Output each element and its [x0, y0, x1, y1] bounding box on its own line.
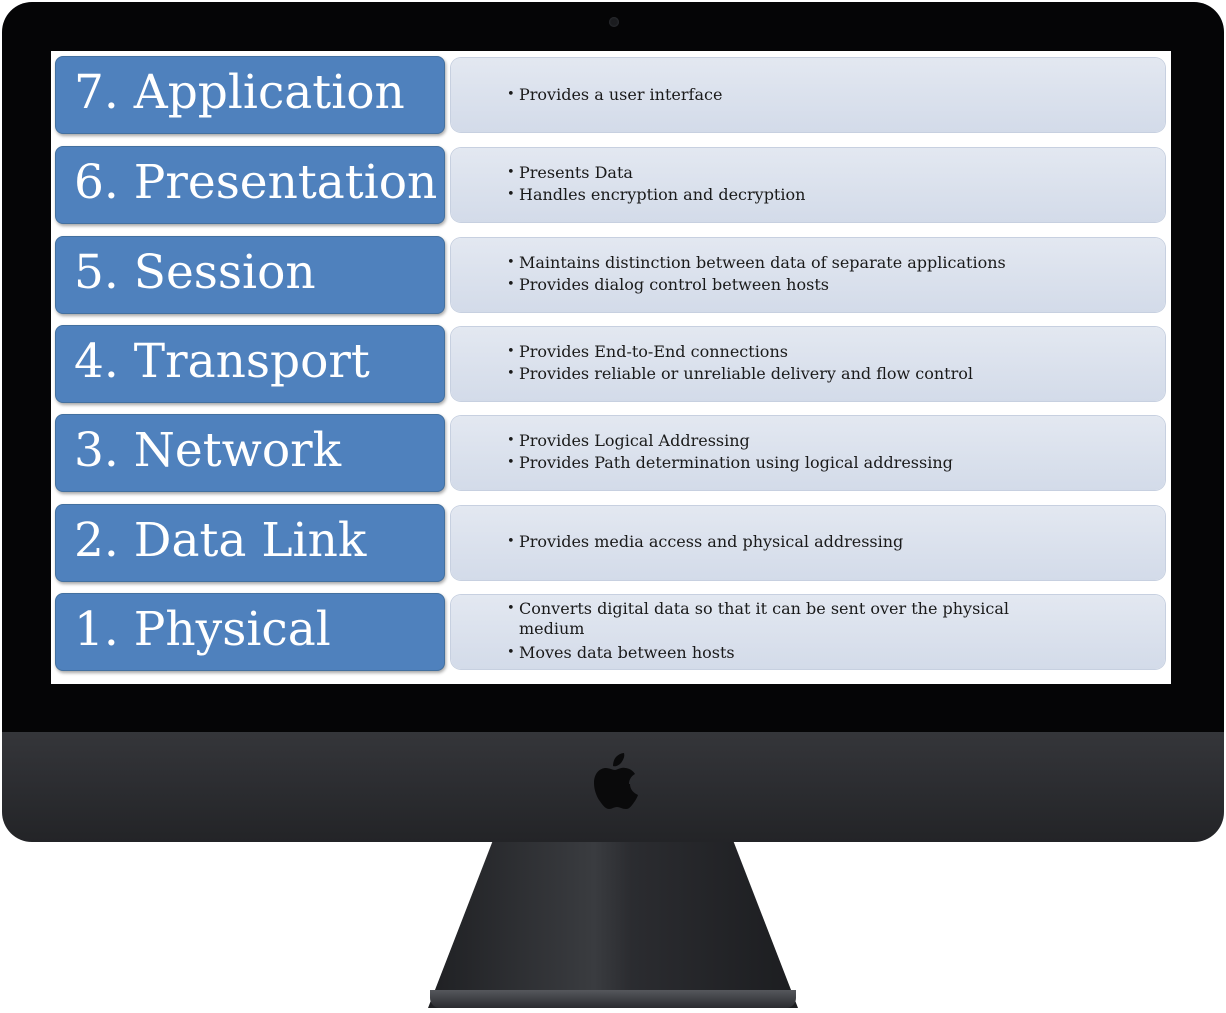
layer-row-transport: Provides End-to-End connections Provides…	[55, 325, 1167, 404]
bullet-item: Provides Path determination using logica…	[507, 452, 953, 474]
layer-row-session: Maintains distinction between data of se…	[55, 236, 1167, 315]
layer-row-physical: Converts digital data so that it can be …	[55, 593, 1167, 672]
monitor-stand-base	[430, 990, 796, 1008]
layer-title: 5. Session	[74, 245, 316, 300]
camera-icon	[609, 17, 619, 27]
bullet-list: Converts digital data so that it can be …	[507, 599, 1039, 664]
layer-description-presentation: Presents Data Handles encryption and dec…	[451, 148, 1165, 222]
bullet-item: Moves data between hosts	[507, 642, 1039, 664]
bullet-item: Provides reliable or unreliable delivery…	[507, 363, 973, 385]
layer-label-presentation: 6. Presentation	[55, 146, 445, 224]
layer-description-data-link: Provides media access and physical addre…	[451, 506, 1165, 580]
layer-title: 7. Application	[74, 65, 405, 120]
layer-description-network: Provides Logical Addressing Provides Pat…	[451, 416, 1165, 490]
bullet-item: Provides End-to-End connections	[507, 341, 973, 363]
layer-description-session: Maintains distinction between data of se…	[451, 238, 1165, 312]
layer-label-network: 3. Network	[55, 414, 445, 492]
layer-description-transport: Provides End-to-End connections Provides…	[451, 327, 1165, 401]
layer-row-application: Provides a user interface 7. Application	[55, 56, 1167, 135]
bullet-list: Provides a user interface	[507, 84, 722, 106]
layer-title: 6. Presentation	[74, 155, 438, 210]
layer-label-physical: 1. Physical	[55, 593, 445, 671]
layer-label-transport: 4. Transport	[55, 325, 445, 403]
layer-description-application: Provides a user interface	[451, 58, 1165, 132]
bullet-item: Provides media access and physical addre…	[507, 531, 903, 553]
bullet-item: Provides dialog control between hosts	[507, 274, 1006, 296]
bullet-list: Provides End-to-End connections Provides…	[507, 341, 973, 385]
bullet-item: Provides Logical Addressing	[507, 430, 953, 452]
layer-label-session: 5. Session	[55, 236, 445, 314]
layer-label-data-link: 2. Data Link	[55, 504, 445, 582]
layer-row-data-link: Provides media access and physical addre…	[55, 504, 1167, 583]
layer-description-physical: Converts digital data so that it can be …	[451, 595, 1165, 669]
bullet-list: Maintains distinction between data of se…	[507, 252, 1006, 296]
bullet-list: Provides Logical Addressing Provides Pat…	[507, 430, 953, 474]
bullet-list: Presents Data Handles encryption and dec…	[507, 162, 805, 206]
layer-row-network: Provides Logical Addressing Provides Pat…	[55, 414, 1167, 493]
bullet-list: Provides media access and physical addre…	[507, 531, 903, 553]
layer-title: 1. Physical	[74, 602, 331, 657]
monitor-stand	[428, 836, 798, 1008]
layer-label-application: 7. Application	[55, 56, 445, 134]
osi-model-diagram: Provides a user interface 7. Application…	[51, 51, 1171, 684]
bullet-item: Converts digital data so that it can be …	[507, 599, 1039, 639]
bullet-item: Provides a user interface	[507, 84, 722, 106]
bullet-item: Presents Data	[507, 162, 805, 184]
layer-row-presentation: Presents Data Handles encryption and dec…	[55, 146, 1167, 225]
layer-title: 2. Data Link	[74, 513, 367, 568]
apple-logo-icon	[588, 752, 638, 812]
bullet-item: Handles encryption and decryption	[507, 184, 805, 206]
layer-title: 3. Network	[74, 423, 342, 478]
bullet-item: Maintains distinction between data of se…	[507, 252, 1006, 274]
layer-title: 4. Transport	[74, 334, 370, 389]
